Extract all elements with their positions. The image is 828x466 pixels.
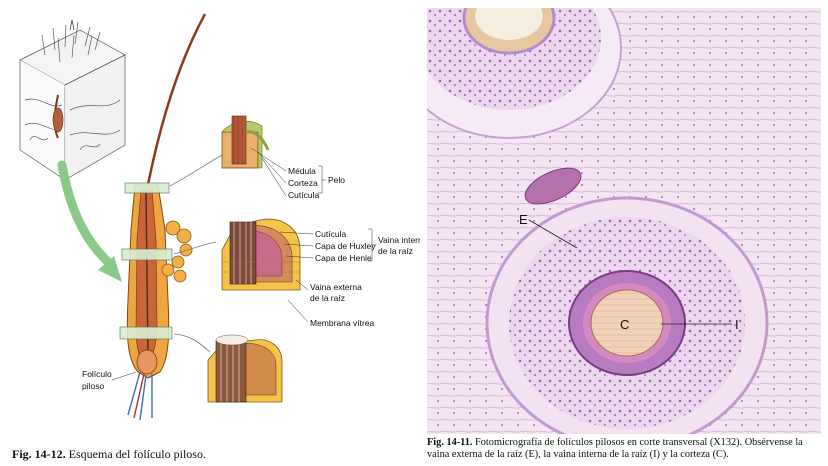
micrograph: E I C [427,8,821,434]
upper-follicle [427,8,622,139]
marker-I: I [735,317,739,332]
label-pelo: Pelo [328,175,345,185]
lower-follicle [485,196,769,434]
caption-left-number: Fig. 14-12. [12,447,66,461]
section-band-middle [121,248,173,261]
section-band-bottom [119,326,173,340]
hair-shaft [143,13,207,201]
label-vaina-interna-1: Vaina interna [378,235,420,245]
skin-block-illustration [19,19,126,181]
caption-right-number: Fig. 14-11. [427,437,473,448]
cross-section-middle [221,218,301,291]
label-capa-henle: Capa de Henle [315,253,372,263]
label-foliculo-1: Folículo [82,369,112,379]
vessel [524,167,582,205]
caption-right: Fig. 14-11. Fotomicrografía de folículos… [427,437,823,461]
label-membrana-vitrea: Membrana vítrea [310,318,375,328]
cross-section-bottom [207,334,283,403]
cross-section-top [221,115,270,169]
label-vaina-interna-2: de la raíz [378,246,413,256]
label-cuticula-vaina: Cutícula [315,229,346,239]
marker-E: E [519,212,528,227]
label-foliculo-2: piloso [82,381,104,391]
diagram-svg: Médula Corteza Cutícula Pelo Cutícula Ca… [19,13,428,421]
label-corteza: Corteza [288,178,318,188]
sebaceous-gland [161,220,193,283]
caption-left-text: Esquema del folículo piloso. [65,447,206,461]
green-arrowhead [98,256,122,282]
label-vaina-externa-1: Vaina externa [310,282,362,292]
green-arrow [57,160,113,267]
label-capa-huxley: Capa de Huxley [315,241,376,251]
label-medula: Médula [288,166,316,176]
caption-left: Fig. 14-12. Esquema del folículo piloso. [12,447,206,462]
label-cuticula-pelo: Cutícula [288,190,319,200]
caption-right-text: Fotomicrografía de folículos pilosos en … [427,437,803,460]
section-band-top [124,182,170,194]
hair-follicle-diagram: Médula Corteza Cutícula Pelo Cutícula Ca… [0,0,428,440]
marker-C: C [620,317,629,332]
micrograph-svg: E I C [427,8,821,434]
label-vaina-externa-2: de la raíz [310,293,345,303]
